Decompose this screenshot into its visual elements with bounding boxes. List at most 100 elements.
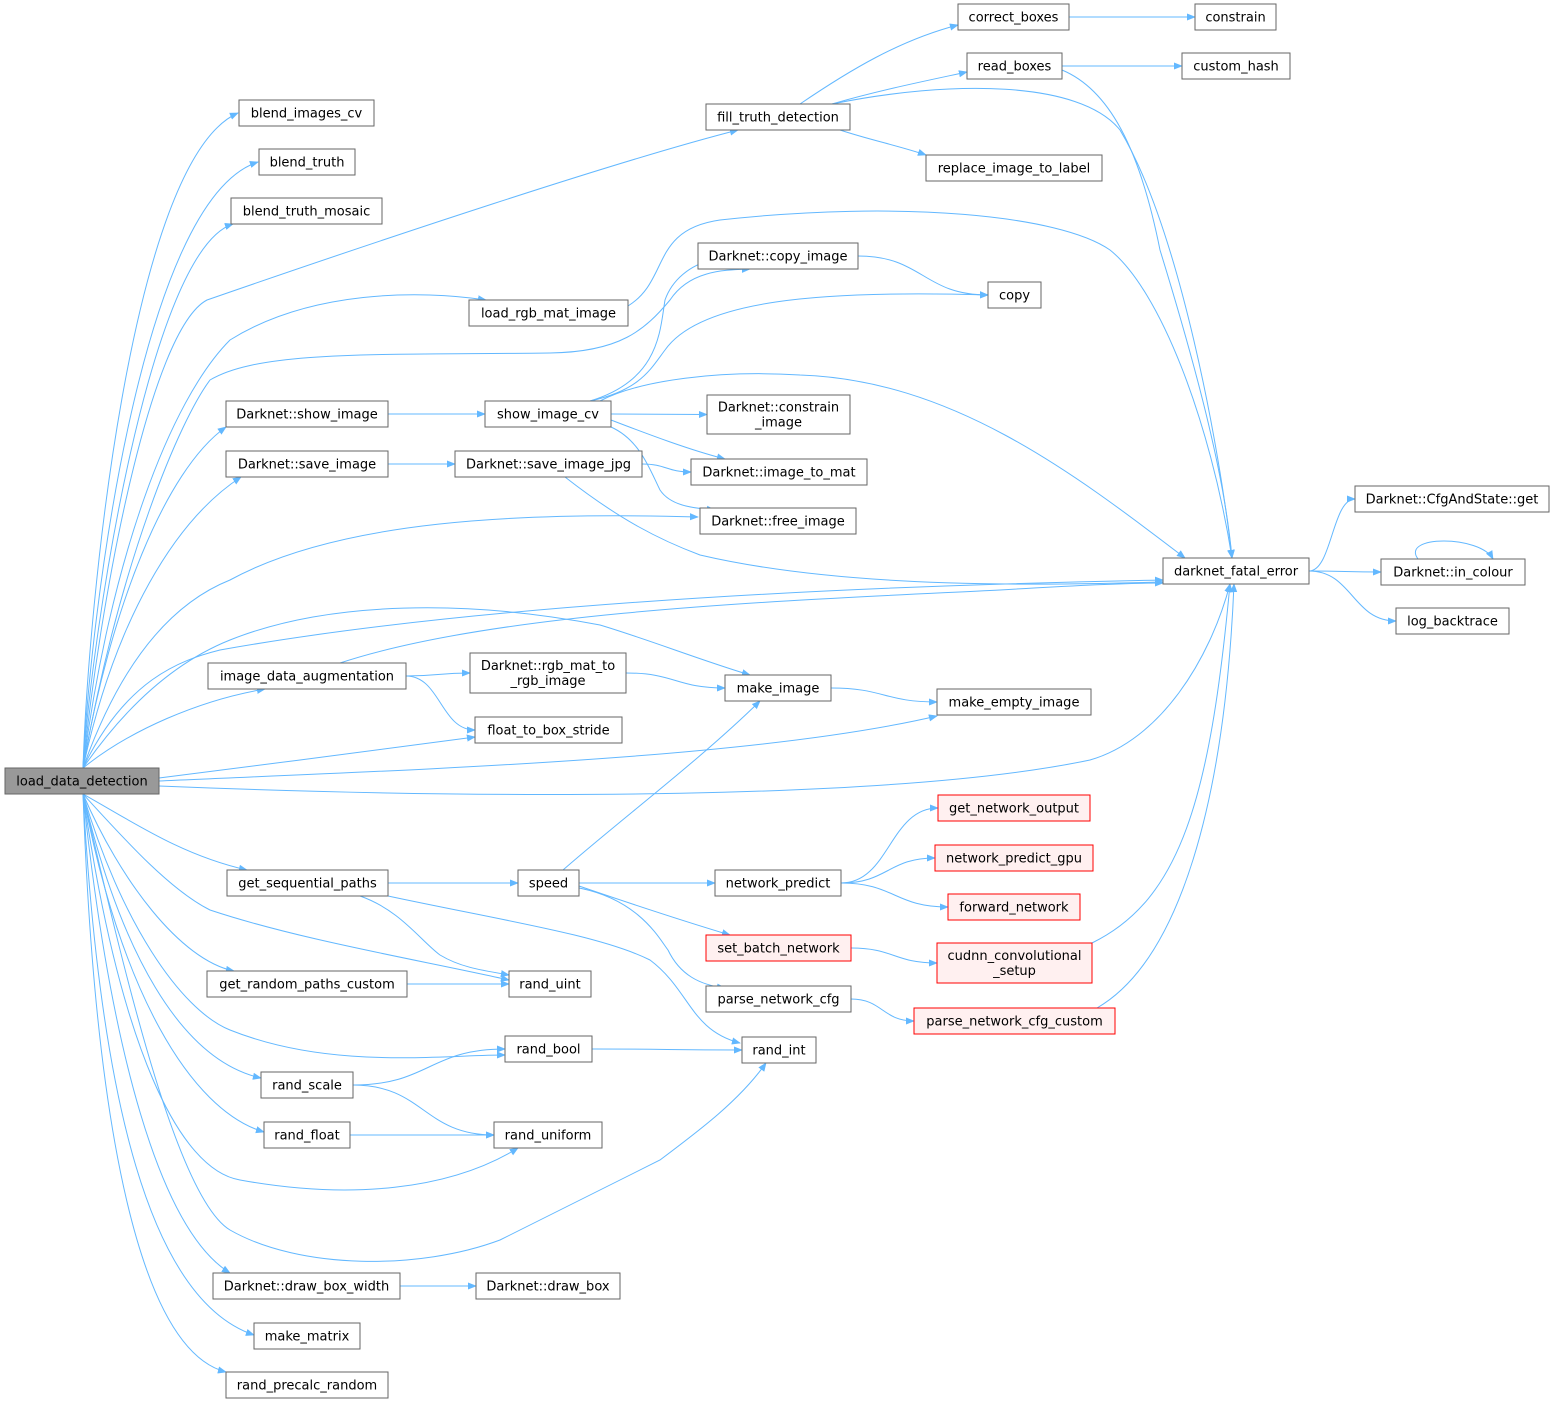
node-label: get_random_paths_custom bbox=[219, 978, 394, 993]
node-speed[interactable]: speed bbox=[517, 869, 580, 897]
node-label: blend_truth_mosaic bbox=[243, 205, 371, 220]
node-label: rand_uniform bbox=[505, 1129, 592, 1144]
edge-load_data_detection-free_image bbox=[82, 513, 699, 769]
node-label: custom_hash bbox=[1193, 60, 1279, 75]
node-make_empty_image[interactable]: make_empty_image bbox=[936, 688, 1092, 716]
node-box bbox=[705, 985, 852, 1013]
edge-read_boxes-darknet_fatal_error bbox=[1061, 69, 1235, 559]
node-label: make_image bbox=[737, 682, 820, 697]
node-get_network_output[interactable]: get_network_output bbox=[937, 794, 1091, 822]
node-replace_image_to_label[interactable]: replace_image_to_label bbox=[925, 154, 1103, 182]
node-label: _image bbox=[754, 416, 802, 431]
node-float_to_box_stride[interactable]: float_to_box_stride bbox=[474, 716, 623, 744]
edge-rgb_mat_to_rgb_image-make_image bbox=[625, 672, 726, 692]
node-blend_truth_mosaic[interactable]: blend_truth_mosaic bbox=[230, 197, 383, 225]
node-image_to_mat[interactable]: Darknet::image_to_mat bbox=[690, 458, 868, 486]
node-log_backtrace[interactable]: log_backtrace bbox=[1395, 607, 1510, 635]
node-save_image_jpg[interactable]: Darknet::save_image_jpg bbox=[454, 450, 643, 478]
edge-show_image_cv-constrain_image bbox=[610, 410, 708, 419]
node-rand_bool[interactable]: rand_bool bbox=[504, 1035, 593, 1063]
node-label: _setup bbox=[992, 964, 1036, 979]
edge-load_data_detection-make_empty_image bbox=[158, 714, 938, 782]
edge-show_image_cv-darknet_fatal_error bbox=[599, 373, 1186, 559]
node-get_sequential_paths[interactable]: get_sequential_paths bbox=[226, 869, 389, 897]
node-save_image[interactable]: Darknet::save_image bbox=[225, 450, 389, 478]
node-box bbox=[741, 1036, 817, 1064]
node-load_data_detection[interactable]: load_data_detection bbox=[4, 767, 160, 795]
node-rand_int[interactable]: rand_int bbox=[741, 1036, 817, 1064]
node-in_colour[interactable]: Darknet::in_colour bbox=[1380, 558, 1526, 586]
node-network_predict_gpu[interactable]: network_predict_gpu bbox=[934, 844, 1094, 872]
node-label: image_data_augmentation bbox=[220, 670, 394, 685]
node-darknet_fatal_error[interactable]: darknet_fatal_error bbox=[1162, 557, 1310, 585]
node-rand_uniform[interactable]: rand_uniform bbox=[493, 1121, 603, 1149]
node-box bbox=[225, 1371, 389, 1399]
node-forward_network[interactable]: forward_network bbox=[947, 893, 1081, 921]
node-box bbox=[957, 3, 1070, 31]
node-custom_hash[interactable]: custom_hash bbox=[1181, 52, 1291, 80]
node-get_random_paths_custom[interactable]: get_random_paths_custom bbox=[206, 970, 408, 998]
node-make_matrix[interactable]: make_matrix bbox=[253, 1322, 361, 1350]
node-show_image_cv[interactable]: show_image_cv bbox=[484, 400, 612, 428]
node-label: rand_float bbox=[274, 1129, 340, 1144]
node-blend_truth[interactable]: blend_truth bbox=[258, 148, 356, 176]
node-rgb_mat_to_rgb_image[interactable]: Darknet::rgb_mat_to_rgb_image bbox=[469, 652, 627, 694]
node-constrain[interactable]: constrain bbox=[1194, 3, 1277, 31]
node-load_rgb_mat_image[interactable]: load_rgb_mat_image bbox=[468, 299, 629, 327]
node-box bbox=[925, 154, 1103, 182]
edge-speed-parse_network_cfg bbox=[578, 887, 726, 991]
node-rand_uint[interactable]: rand_uint bbox=[508, 970, 592, 998]
node-constrain_image[interactable]: Darknet::constrain_image bbox=[706, 394, 851, 435]
edge-load_data_detection-load_rgb_mat_image bbox=[82, 294, 487, 769]
node-label: blend_truth bbox=[270, 156, 345, 171]
node-rand_precalc_random[interactable]: rand_precalc_random bbox=[225, 1371, 389, 1399]
node-label: Darknet::show_image bbox=[236, 408, 378, 423]
node-copy_image[interactable]: Darknet::copy_image bbox=[697, 242, 859, 270]
node-make_image[interactable]: make_image bbox=[724, 674, 832, 702]
node-box bbox=[705, 103, 851, 131]
edge-load_data_detection-rand_float bbox=[82, 793, 265, 1134]
node-rand_scale[interactable]: rand_scale bbox=[260, 1071, 354, 1099]
edge-parse_network_cfg-parse_network_cfg_custom bbox=[850, 998, 915, 1025]
node-read_boxes[interactable]: read_boxes bbox=[966, 52, 1063, 80]
node-box bbox=[987, 281, 1042, 309]
edge-load_data_detection-rand_uniform bbox=[82, 793, 519, 1191]
node-free_image[interactable]: Darknet::free_image bbox=[699, 507, 857, 535]
node-box bbox=[493, 1121, 603, 1149]
node-label: rand_precalc_random bbox=[237, 1379, 377, 1394]
node-rand_float[interactable]: rand_float bbox=[263, 1121, 351, 1149]
edge-load_data_detection-make_image bbox=[82, 607, 751, 769]
node-network_predict[interactable]: network_predict bbox=[714, 869, 842, 897]
node-label: rand_bool bbox=[516, 1043, 580, 1058]
node-set_batch_network[interactable]: set_batch_network bbox=[705, 934, 852, 962]
edge-image_data_augmentation-float_to_box_stride bbox=[405, 675, 476, 734]
node-show_image[interactable]: Darknet::show_image bbox=[225, 400, 389, 428]
node-box bbox=[937, 794, 1091, 822]
node-correct_boxes[interactable]: correct_boxes bbox=[957, 3, 1070, 31]
node-box bbox=[238, 99, 375, 127]
node-box bbox=[258, 148, 356, 176]
node-box bbox=[508, 970, 592, 998]
edge-load_data_detection-blend_truth bbox=[82, 161, 259, 769]
edge-fill_truth_detection-read_boxes bbox=[831, 70, 968, 105]
node-fill_truth_detection[interactable]: fill_truth_detection bbox=[705, 103, 851, 131]
node-image_data_augmentation[interactable]: image_data_augmentation bbox=[207, 662, 407, 690]
node-label: correct_boxes bbox=[969, 11, 1059, 26]
node-cfg_get[interactable]: Darknet::CfgAndState::get bbox=[1354, 485, 1550, 513]
edge-load_data_detection-float_to_box_stride bbox=[158, 734, 476, 779]
node-cudnn_convolutional_setup[interactable]: cudnn_convolutional_setup bbox=[936, 942, 1093, 984]
edge-speed-make_image bbox=[562, 700, 761, 871]
node-label: fill_truth_detection bbox=[717, 111, 839, 126]
edge-get_sequential_paths-rand_int bbox=[387, 895, 741, 1045]
edge-show_image_cv-free_image bbox=[610, 426, 716, 513]
edge-load_data_detection-get_sequential_paths bbox=[82, 793, 248, 872]
node-draw_box_width[interactable]: Darknet::draw_box_width bbox=[212, 1272, 401, 1300]
node-parse_network_cfg_custom[interactable]: parse_network_cfg_custom bbox=[913, 1007, 1116, 1035]
node-label: replace_image_to_label bbox=[938, 162, 1091, 177]
node-parse_network_cfg[interactable]: parse_network_cfg bbox=[705, 985, 852, 1013]
node-blend_images_cv[interactable]: blend_images_cv bbox=[238, 99, 375, 127]
node-copy[interactable]: copy bbox=[987, 281, 1042, 309]
node-box bbox=[263, 1121, 351, 1149]
node-draw_box[interactable]: Darknet::draw_box bbox=[475, 1272, 621, 1300]
node-box bbox=[230, 197, 383, 225]
